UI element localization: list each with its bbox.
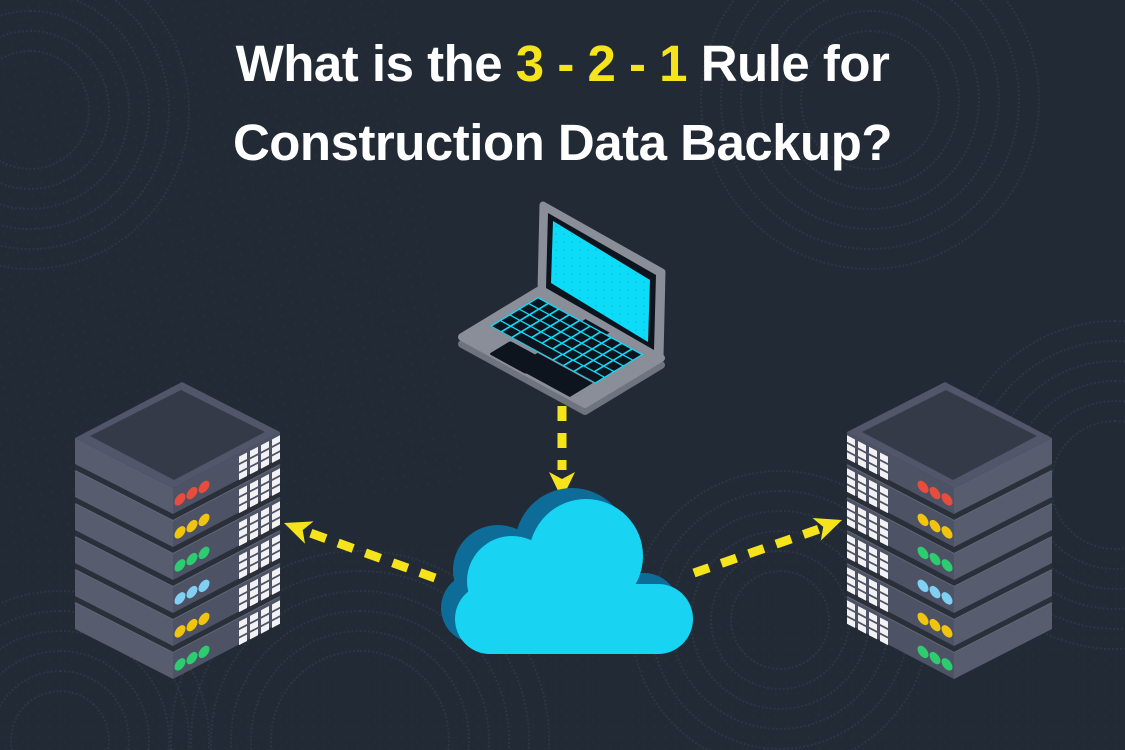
- page-title: What is the 3 - 2 - 1 Rule for Construct…: [0, 24, 1125, 182]
- arrow-down-icon: [549, 406, 575, 499]
- arrow-left-icon: [284, 521, 437, 583]
- background-dot-swirl: [0, 0, 190, 270]
- title-highlight: 3 - 2 - 1: [515, 35, 688, 92]
- cloud-icon: [441, 488, 693, 654]
- background-dot-swirl: [700, 0, 1040, 270]
- trackpad: [489, 341, 547, 374]
- title-line-1: What is the 3 - 2 - 1 Rule for: [235, 35, 890, 92]
- laptop-icon: [458, 201, 666, 415]
- screen-texture: [551, 221, 650, 342]
- keyboard: [489, 298, 641, 398]
- arrow-right-icon: [692, 518, 842, 578]
- title-line-2: Construction Data Backup?: [232, 114, 893, 171]
